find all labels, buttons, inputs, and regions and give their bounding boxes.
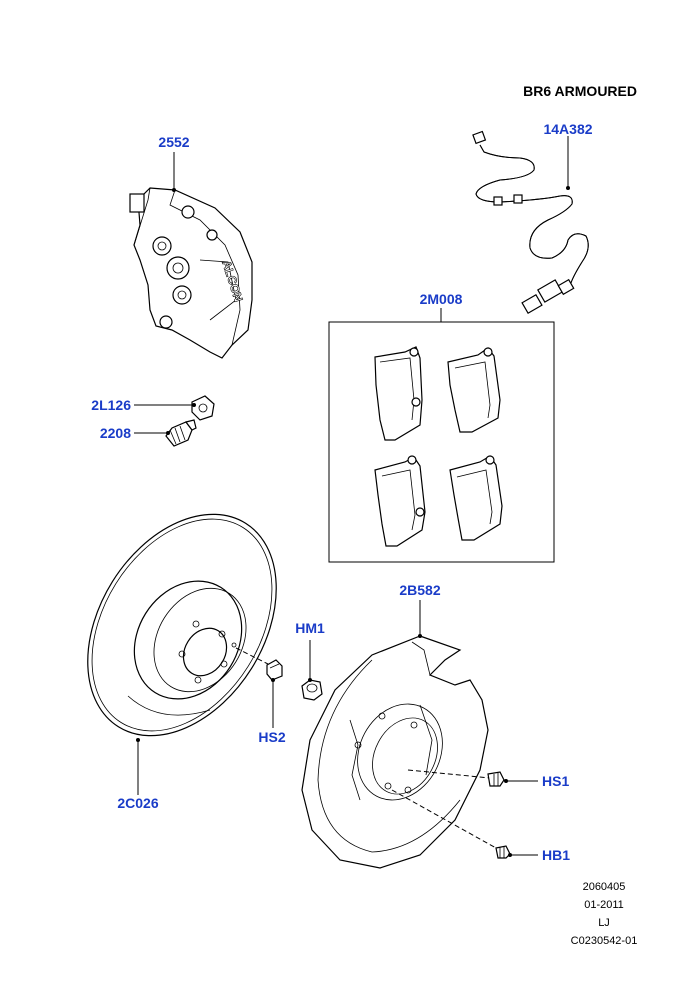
- brake-pad-top-left: [374, 346, 423, 441]
- brake-pad-bottom-right: [449, 455, 503, 541]
- callout-14A382[interactable]: 14A382: [543, 121, 592, 137]
- callout-2552[interactable]: 2552: [158, 134, 189, 150]
- footer-line-3: LJ: [598, 917, 610, 929]
- bleed-screw: [165, 419, 197, 447]
- brake-pad-top-right: [447, 347, 501, 433]
- callout-HS2[interactable]: HS2: [258, 729, 285, 745]
- pad-kit-box: [328, 321, 555, 563]
- brake-pad-bottom-left: [374, 455, 426, 547]
- callout-2208[interactable]: 2208: [100, 425, 131, 441]
- footer-line-1: 2060405: [583, 881, 626, 893]
- callout-2B582[interactable]: 2B582: [399, 582, 440, 598]
- brake-backplate: [301, 635, 489, 869]
- callout-2M008[interactable]: 2M008: [420, 291, 463, 307]
- backplate-bolt-upper: [487, 771, 505, 787]
- bleed-screw-cap: [191, 395, 215, 421]
- footer-line-4: C0230542-01: [571, 935, 638, 947]
- footer-line-2: 01-2011: [584, 899, 624, 911]
- callout-2L126[interactable]: 2L126: [91, 397, 131, 413]
- backplate-bolt-lower: [495, 845, 511, 859]
- brake-caliper: ALCON: [129, 187, 253, 359]
- callout-HM1[interactable]: HM1: [295, 620, 325, 636]
- callout-HS1[interactable]: HS1: [542, 773, 569, 789]
- brake-wear-sensor: [472, 130, 589, 315]
- hub-nut: [301, 679, 323, 701]
- callout-2C026[interactable]: 2C026: [117, 795, 158, 811]
- callout-HB1[interactable]: HB1: [542, 847, 570, 863]
- brake-disc: [87, 513, 277, 737]
- disc-retaining-screw: [266, 659, 283, 681]
- diagram-title: BR6 ARMOURED: [523, 83, 637, 99]
